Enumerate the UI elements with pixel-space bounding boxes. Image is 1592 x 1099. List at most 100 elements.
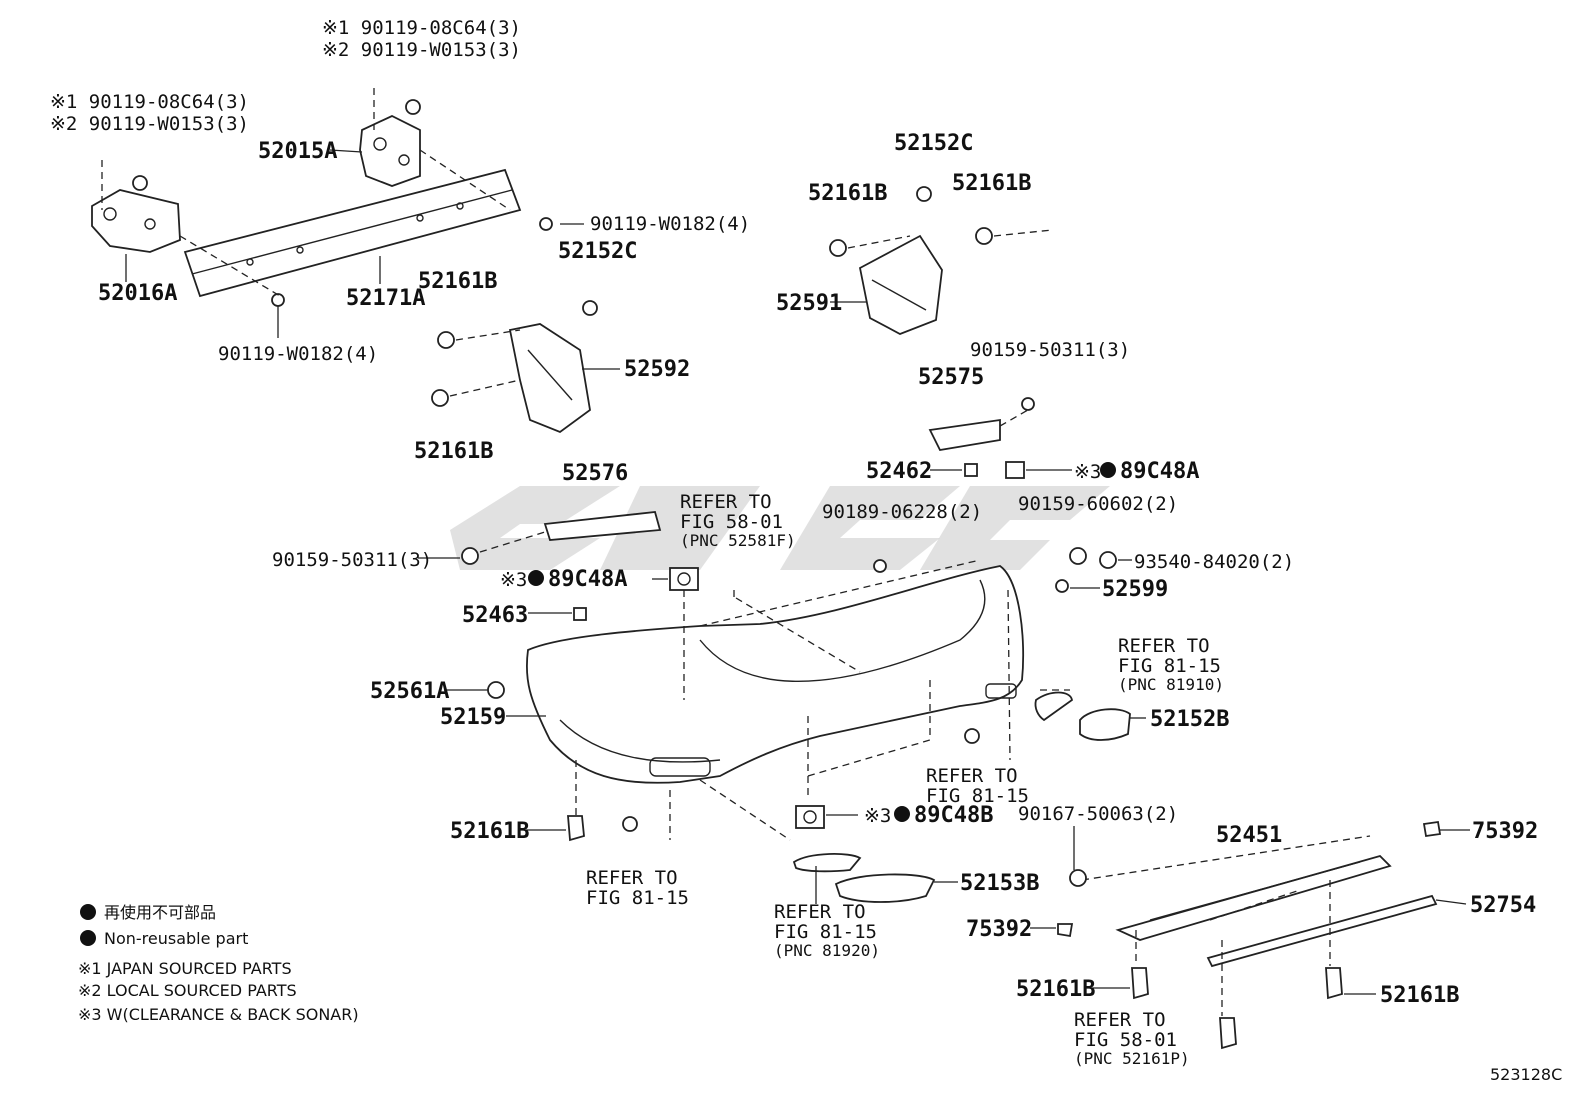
label-52161B-1: 52161B — [418, 269, 497, 294]
label-refer-8115-bottom: REFER TO FIG 81-15 (PNC 81920) — [774, 901, 880, 960]
svg-text:(PNC 81910): (PNC 81910) — [1118, 675, 1224, 694]
label-52754: 52754 — [1470, 893, 1536, 918]
bumper-bracket-52575 — [928, 397, 1035, 451]
label-52161B-4: 52161B — [952, 171, 1031, 196]
diagram-code: 523128C — [1490, 1065, 1562, 1084]
garnish-52754 — [1206, 894, 1438, 968]
svg-text:※3: ※3 — [500, 569, 527, 591]
label-bolt-84020: 93540-84020(2) — [1134, 551, 1294, 573]
svg-text:89C48B: 89C48B — [914, 803, 993, 828]
svg-text:REFER TO: REFER TO — [680, 491, 772, 513]
label-52153B: 52153B — [960, 871, 1039, 896]
label-52161B-7: 52161B — [1380, 983, 1459, 1008]
label-bolt-top-1: ※1 90119-08C64(3) — [322, 17, 521, 39]
part-labels: ※1 90119-08C64(3) ※2 90119-W0153(3) ※1 9… — [50, 17, 1538, 1068]
legend-note-1: ※1 JAPAN SOURCED PARTS — [78, 959, 292, 978]
small-parts-cover — [487, 461, 1117, 842]
label-52592: 52592 — [624, 357, 690, 382]
label-52152C-1: 52152C — [558, 239, 637, 264]
label-52161B-6: 52161B — [1016, 977, 1095, 1002]
label-75392-left: 75392 — [966, 917, 1032, 942]
svg-text:FIG 81-15: FIG 81-15 — [926, 785, 1029, 807]
legend: 再使用不可部品 Non-reusable part ※1 JAPAN SOURC… — [78, 903, 359, 1024]
clips-lower — [1057, 820, 1442, 1050]
svg-text:(PNC 81920): (PNC 81920) — [774, 941, 880, 960]
legend-note-2: ※2 LOCAL SOURCED PARTS — [78, 981, 297, 1000]
svg-text:FIG 81-15: FIG 81-15 — [586, 887, 689, 909]
svg-text:REFER TO: REFER TO — [586, 867, 678, 889]
svg-text:REFER TO: REFER TO — [774, 901, 866, 923]
svg-text:FIG 58-01: FIG 58-01 — [680, 511, 783, 533]
bolts-top-area — [132, 99, 553, 307]
label-bolt-left-2: ※2 90119-W0153(3) — [50, 113, 249, 135]
label-89C48B: ※3 89C48B — [864, 803, 993, 828]
label-bolt-06228: 90189-06228(2) — [822, 501, 982, 523]
legend-dot-1 — [80, 904, 96, 920]
svg-text:REFER TO: REFER TO — [1074, 1009, 1166, 1031]
side-retainer-52592 — [431, 300, 598, 434]
label-89C48A-right: ※3 89C48A — [1074, 459, 1199, 484]
svg-text:REFER TO: REFER TO — [926, 765, 1018, 787]
label-bolt-50311-r: 90159-50311(3) — [970, 339, 1130, 361]
svg-text:FIG 81-15: FIG 81-15 — [1118, 655, 1221, 677]
svg-text:(PNC 52581F): (PNC 52581F) — [680, 531, 796, 550]
dashed-guides-top — [101, 88, 511, 297]
label-refer-8115-right: REFER TO FIG 81-15 (PNC 81910) — [1118, 635, 1224, 694]
label-52599: 52599 — [1102, 577, 1168, 602]
leader-lines — [125, 149, 1470, 995]
label-52152C-2: 52152C — [894, 131, 973, 156]
label-bolt-w0182-b: 90119-W0182(4) — [218, 343, 378, 365]
reflector-52153B — [792, 853, 936, 903]
svg-text:FIG 81-15: FIG 81-15 — [774, 921, 877, 943]
label-52575: 52575 — [918, 365, 984, 390]
label-bolt-60602: 90159-60602(2) — [1018, 493, 1178, 515]
label-bolt-w0182-a: 90119-W0182(4) — [590, 213, 750, 235]
svg-text:※3: ※3 — [1074, 461, 1101, 483]
label-52463: 52463 — [462, 603, 528, 628]
label-52171A: 52171A — [346, 286, 425, 311]
svg-text:89C48A: 89C48A — [1120, 459, 1199, 484]
watermark-logo — [450, 486, 1110, 570]
bumper-reinforcement-52171A — [183, 168, 522, 298]
label-refer-5801-top: REFER TO FIG 58-01 (PNC 52581F) — [680, 491, 796, 550]
label-52161B-5: 52161B — [450, 819, 529, 844]
label-52159: 52159 — [440, 705, 506, 730]
label-refer-8115-mid: REFER TO FIG 81-15 — [926, 765, 1029, 807]
retainer-bracket-52015A — [359, 115, 421, 187]
label-bolt-top-2: ※2 90119-W0153(3) — [322, 39, 521, 61]
label-refer-5801-bottom: REFER TO FIG 58-01 (PNC 52161P) — [1074, 1009, 1190, 1068]
legend-dot-en: Non-reusable part — [104, 929, 248, 948]
label-bolt-left-1: ※1 90119-08C64(3) — [50, 91, 249, 113]
reflector-52152B — [1034, 689, 1131, 741]
label-52161B-3: 52161B — [808, 181, 887, 206]
legend-dot-jp: 再使用不可部品 — [104, 903, 216, 922]
label-52161B-2: 52161B — [414, 439, 493, 464]
svg-text:REFER TO: REFER TO — [1118, 635, 1210, 657]
label-52152B: 52152B — [1150, 707, 1229, 732]
label-52561A: 52561A — [370, 679, 449, 704]
lower-panel-52451 — [1081, 835, 1392, 941]
label-52462: 52462 — [866, 459, 932, 484]
label-52576: 52576 — [562, 461, 628, 486]
label-refer-8115-left: REFER TO FIG 81-15 — [586, 867, 689, 909]
svg-text:FIG 58-01: FIG 58-01 — [1074, 1029, 1177, 1051]
label-52451: 52451 — [1216, 823, 1282, 848]
label-bolt-50311-l: 90159-50311(3) — [272, 549, 432, 571]
label-52016A: 52016A — [98, 281, 177, 306]
label-75392-right: 75392 — [1472, 819, 1538, 844]
label-bolt-50063: 90167-50063(2) — [1018, 803, 1178, 825]
bumper-bracket-52576 — [461, 511, 662, 565]
bumper-cover-52159 — [525, 565, 1025, 784]
dashed-guides-cover — [575, 559, 1011, 841]
svg-text:89C48A: 89C48A — [548, 567, 627, 592]
svg-text:※3: ※3 — [864, 805, 891, 827]
retainer-bracket-52016A — [91, 189, 181, 253]
side-retainer-52591 — [829, 186, 1053, 335]
legend-dot-2 — [80, 930, 96, 946]
label-89C48A-left: ※3 89C48A — [500, 567, 627, 592]
label-52015A: 52015A — [258, 139, 337, 164]
label-52591: 52591 — [776, 291, 842, 316]
legend-note-3: ※3 W(CLEARANCE & BACK SONAR) — [78, 1005, 359, 1024]
svg-text:(PNC 52161P): (PNC 52161P) — [1074, 1049, 1190, 1068]
